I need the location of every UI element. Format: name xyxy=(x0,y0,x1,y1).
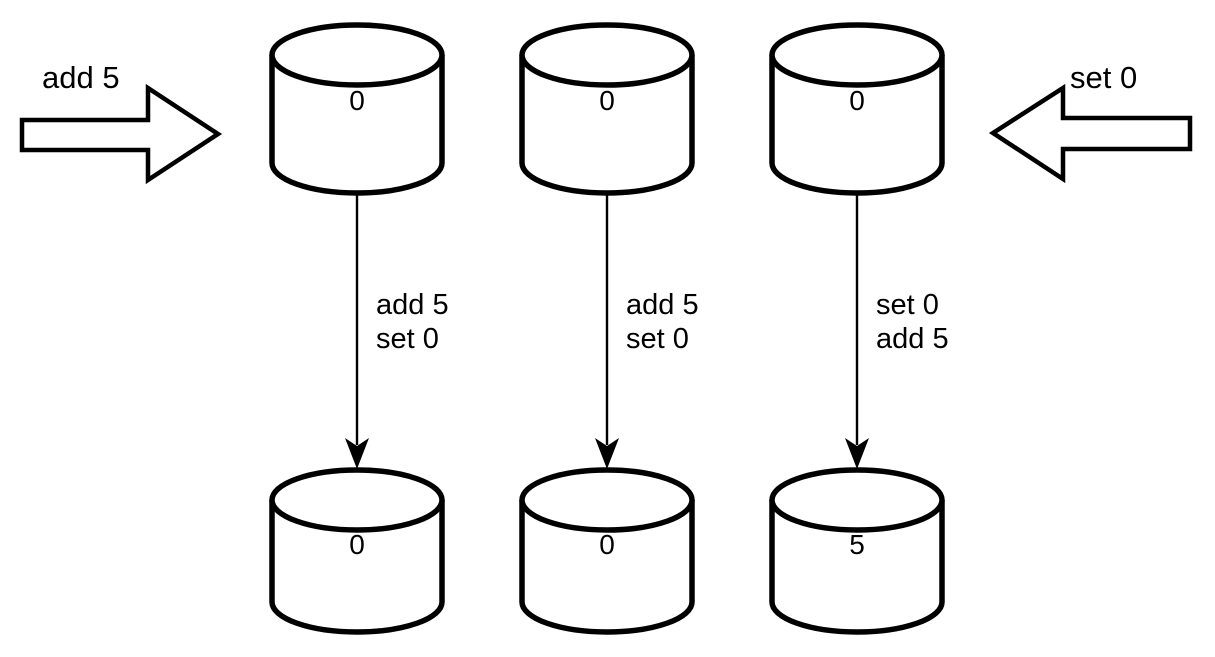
cylinder-body xyxy=(769,55,945,196)
block-arrow-left-pointing xyxy=(988,83,1193,184)
replica-1-before: 0 xyxy=(269,22,445,196)
edge-arrowhead xyxy=(595,438,619,469)
edge-label-line2: set 0 xyxy=(376,323,439,355)
edge-1: add 5 set 0 xyxy=(345,193,449,469)
edge-label-line1: add 5 xyxy=(626,289,699,321)
replica-value: 0 xyxy=(849,85,865,116)
edge-label-line2: set 0 xyxy=(626,323,689,355)
replica-3-before: 0 xyxy=(769,22,945,196)
cylinder-top xyxy=(769,22,945,88)
cylinder-body xyxy=(519,55,695,196)
cylinder-top xyxy=(769,467,945,533)
replica-value: 0 xyxy=(349,529,365,560)
input-label-right: set 0 xyxy=(1070,60,1137,95)
edge-2: add 5 set 0 xyxy=(595,193,699,469)
replica-value: 5 xyxy=(849,529,865,560)
replica-value: 0 xyxy=(599,85,615,116)
cylinder-body xyxy=(269,55,445,196)
cylinder-body xyxy=(269,500,445,635)
replica-3-after: 5 xyxy=(769,467,945,635)
edge-label-line2: add 5 xyxy=(876,323,949,355)
input-arrow-right xyxy=(988,83,1193,184)
cylinder-body xyxy=(769,500,945,635)
edge-arrowhead xyxy=(845,438,869,469)
cylinder-body xyxy=(519,500,695,635)
input-arrow-left xyxy=(19,83,223,185)
edge-label-line1: add 5 xyxy=(376,289,449,321)
replica-2-before: 0 xyxy=(519,22,695,196)
edge-arrowhead xyxy=(345,438,369,469)
replica-value: 0 xyxy=(599,529,615,560)
cylinder-top xyxy=(519,467,695,533)
cylinder-top xyxy=(519,22,695,88)
block-arrow-right-pointing xyxy=(19,83,223,185)
replica-1-after: 0 xyxy=(269,467,445,635)
replica-2-after: 0 xyxy=(519,467,695,635)
input-label-left: add 5 xyxy=(42,60,120,95)
edge-3: set 0 add 5 xyxy=(845,193,949,469)
edge-label-line1: set 0 xyxy=(876,289,939,321)
replica-value: 0 xyxy=(349,85,365,116)
cylinder-top xyxy=(269,467,445,533)
cylinder-top xyxy=(269,22,445,88)
